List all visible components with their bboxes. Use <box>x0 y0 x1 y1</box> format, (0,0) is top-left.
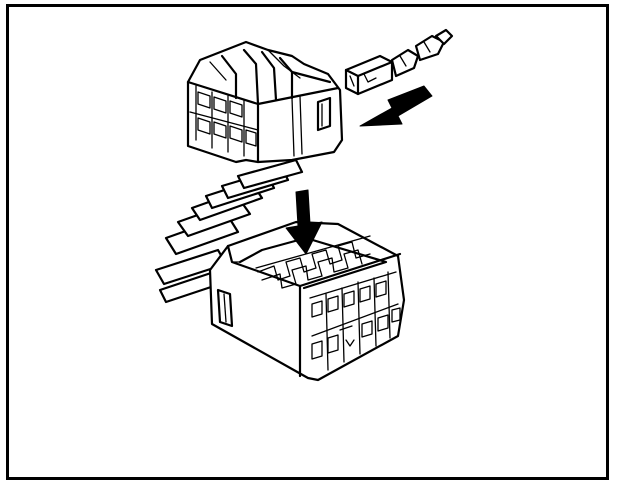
push-down-arrow <box>285 189 323 255</box>
terminal-insertion-arrow <box>359 85 433 127</box>
connector-housing-top <box>186 40 344 164</box>
terminal <box>344 28 454 96</box>
connector-housing-bottom <box>154 158 406 382</box>
